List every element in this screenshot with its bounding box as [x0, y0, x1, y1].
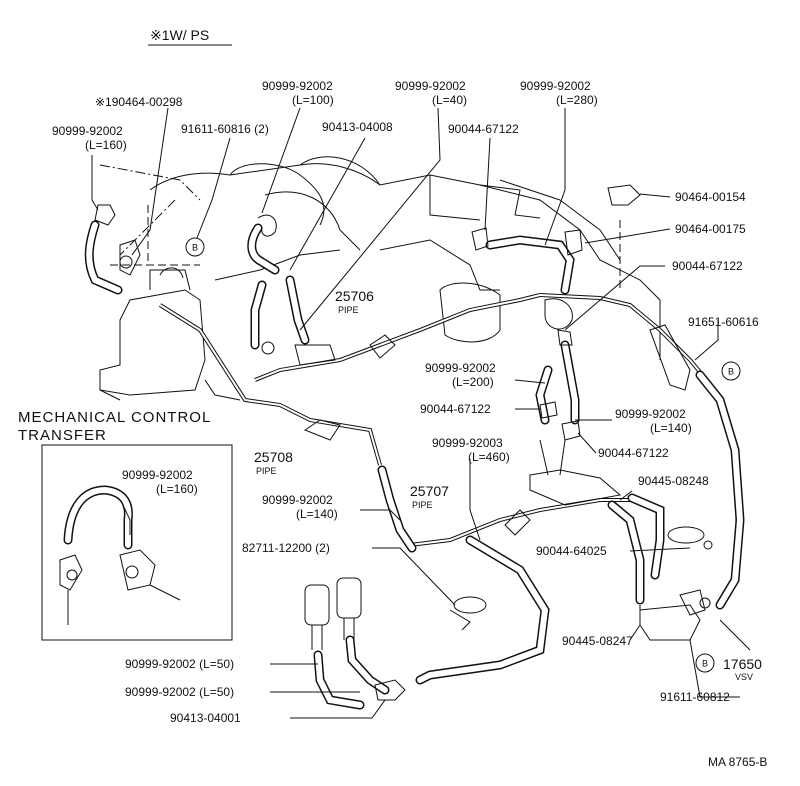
label-25707-pipe: PIPE — [412, 500, 433, 510]
mechanical-control-title: MECHANICAL CONTROL — [18, 409, 211, 426]
label-90999-92002-l200: 90999-92002 — [425, 361, 496, 375]
label-91651-60616: 91651-60616 — [688, 315, 759, 329]
label-90999-92002-l280-length: (L=280) — [556, 93, 598, 107]
label-82711-12200: 82711-12200 (2) — [242, 541, 330, 555]
label-90999-92003-length: (L=460) — [468, 450, 510, 464]
bolt-b-marker-2 — [721, 361, 741, 381]
label-90999-92002-l40: 90999-92002 — [395, 79, 466, 93]
label-25708: 25708 — [254, 449, 293, 465]
bolt-b-label-2: B — [728, 367, 734, 377]
label-17650: 17650 — [723, 656, 762, 672]
label-90999-92002-l140-left-length: (L=140) — [296, 507, 338, 521]
part-labels: ※1W/ PS ※190464-00298 90999-92002 (L=160… — [18, 27, 767, 769]
label-90464-00298: ※190464-00298 — [95, 95, 183, 109]
label-90445-08248: 90445-08248 — [638, 474, 709, 488]
label-90445-08247: 90445-08247 — [562, 634, 633, 648]
label-90044-67122-d: 90044-67122 — [598, 446, 669, 460]
leader-lines — [91, 107, 751, 719]
label-90999-92002-l160: 90999-92002 — [52, 124, 123, 138]
inset-label-90999-92002-length: (L=160) — [156, 482, 198, 496]
label-91611-60812: 91611-60812 — [660, 690, 730, 704]
label-90999-92002-l160-length: (L=160) — [85, 138, 127, 152]
header-note: ※1W/ PS — [150, 27, 209, 43]
label-90413-04001: 90413-04001 — [170, 711, 241, 725]
label-90999-92002-l100-length: (L=100) — [292, 93, 334, 107]
bolt-b-label-3: B — [702, 659, 708, 669]
label-25706-pipe: PIPE — [338, 305, 359, 315]
label-90999-92002-l50-a: 90999-92002 (L=50) — [125, 657, 234, 671]
bolt-b-marker-3 — [695, 653, 715, 673]
drawing-code: MA 8765-B — [708, 755, 767, 769]
label-90044-67122-b: 90044-67122 — [672, 259, 743, 273]
hose-set — [84, 220, 745, 710]
label-90044-67122-c: 90044-67122 — [420, 402, 491, 416]
label-25707: 25707 — [410, 483, 449, 499]
label-90999-92002-l140-right-length: (L=140) — [650, 421, 692, 435]
label-90999-92002-l40-length: (L=40) — [432, 93, 467, 107]
bolt-b-label-1: B — [192, 243, 198, 253]
engine-outline — [99, 156, 661, 360]
label-90464-00154: 90464-00154 — [675, 190, 746, 204]
pipe-25708 — [158, 303, 382, 466]
pipe-25706 — [254, 293, 702, 382]
pipe-25707 — [409, 498, 630, 547]
label-90413-04008: 90413-04008 — [322, 120, 393, 134]
inset-label-90999-92002: 90999-92002 — [122, 468, 193, 482]
label-90999-92002-l100: 90999-92002 — [262, 79, 333, 93]
label-90999-92002-l200-length: (L=200) — [452, 375, 494, 389]
label-91611-60816: 91611-60816 (2) — [181, 122, 269, 136]
label-90999-92003: 90999-92003 — [432, 436, 503, 450]
label-90464-00175: 90464-00175 — [675, 222, 746, 236]
transfer-title: TRANSFER — [18, 427, 107, 444]
label-25706: 25706 — [335, 288, 374, 304]
label-17650-vsv: VSV — [735, 672, 753, 682]
label-90999-92002-l140-right: 90999-92002 — [615, 407, 686, 421]
label-90044-64025: 90044-64025 — [536, 544, 607, 558]
label-90999-92002-l140-left: 90999-92002 — [262, 493, 333, 507]
transfer-housing — [99, 267, 241, 401]
label-90999-92002-l50-b: 90999-92002 (L=50) — [125, 685, 234, 699]
label-25708-pipe: PIPE — [256, 466, 277, 476]
small-parts — [94, 184, 713, 701]
mechanical-control-inset — [41, 444, 233, 641]
label-90044-67122-a: 90044-67122 — [448, 122, 519, 136]
bolt-b-marker-1 — [185, 237, 205, 257]
label-90999-92002-l280: 90999-92002 — [520, 79, 591, 93]
bolt-markers: B B B — [185, 237, 741, 673]
